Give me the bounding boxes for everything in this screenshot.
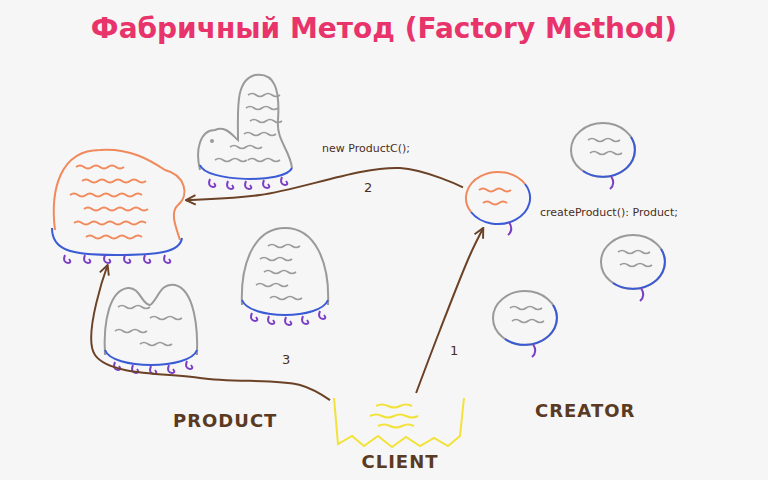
creator-base bbox=[505, 305, 557, 345]
blob-base bbox=[200, 165, 292, 179]
creator-hook bbox=[532, 344, 535, 357]
creator-outline bbox=[571, 123, 635, 177]
creator-blob bbox=[571, 123, 635, 189]
blob-line bbox=[250, 120, 282, 123]
blob-leg bbox=[268, 316, 274, 324]
role-label: CLIENT bbox=[361, 451, 438, 472]
blob-leg bbox=[209, 179, 215, 187]
blob-line bbox=[118, 306, 150, 309]
outline-stroke bbox=[70, 166, 148, 239]
flow-arrow bbox=[416, 228, 483, 393]
blob-line bbox=[115, 330, 147, 333]
blob-leg bbox=[168, 365, 174, 373]
blob-eye bbox=[210, 139, 214, 143]
creator-blob bbox=[493, 291, 557, 357]
creator-line bbox=[512, 320, 544, 323]
creator-hook bbox=[610, 176, 613, 189]
blob-line bbox=[270, 297, 302, 300]
outline-stroke bbox=[471, 184, 530, 224]
blob-line bbox=[268, 245, 300, 248]
blob-line bbox=[256, 284, 288, 287]
blob-leg bbox=[227, 181, 233, 189]
blob-leg bbox=[285, 317, 291, 325]
product-blob bbox=[105, 285, 197, 374]
client-box: CLIENT bbox=[330, 393, 470, 478]
step-number: 1 bbox=[448, 343, 460, 358]
creator-base bbox=[613, 249, 665, 289]
blob-outline bbox=[198, 75, 292, 170]
outline-stroke bbox=[52, 228, 182, 255]
creator-line bbox=[510, 307, 542, 310]
blob-line bbox=[230, 146, 262, 149]
blob-leg bbox=[302, 316, 308, 324]
scribble-outline bbox=[334, 398, 464, 447]
blob-leg bbox=[186, 361, 192, 369]
outline-stroke bbox=[54, 150, 185, 240]
blob-leg bbox=[319, 311, 325, 319]
outline-stroke bbox=[479, 189, 511, 205]
code-note: new ProductC(); bbox=[322, 142, 410, 155]
blob-line bbox=[248, 94, 280, 97]
creator-outline bbox=[601, 235, 665, 289]
scribble-line bbox=[370, 415, 418, 418]
blob-line bbox=[150, 317, 182, 320]
creator-line bbox=[620, 264, 652, 267]
flow-arrow bbox=[91, 265, 330, 400]
code-note: createProduct(): Product; bbox=[540, 206, 678, 219]
blob-line bbox=[246, 107, 278, 110]
creator-line bbox=[618, 251, 650, 254]
scribble-line bbox=[376, 405, 412, 408]
blob-line bbox=[140, 343, 172, 346]
creator-blob: CREATOR bbox=[463, 168, 533, 228]
creator-line bbox=[588, 139, 620, 142]
blob-outline bbox=[105, 285, 197, 355]
creator-outline bbox=[493, 291, 557, 345]
creator-base bbox=[583, 137, 635, 177]
outline-stroke bbox=[466, 172, 525, 212]
step-number: 3 bbox=[280, 352, 292, 367]
title: Фабричный Метод (Factory Method) bbox=[0, 12, 768, 45]
role-label: PRODUCT bbox=[173, 410, 277, 431]
flow-arrow bbox=[186, 168, 463, 200]
step-number: 2 bbox=[362, 180, 374, 195]
blob-leg bbox=[263, 180, 269, 188]
client-scribble bbox=[334, 398, 464, 447]
blob-line bbox=[244, 133, 276, 136]
blob-line bbox=[248, 159, 280, 162]
product-blob bbox=[242, 228, 328, 325]
product-blob: PRODUCT bbox=[46, 145, 186, 265]
blob-leg bbox=[281, 177, 287, 185]
node-outline bbox=[46, 145, 186, 265]
scribble-line bbox=[378, 425, 414, 428]
role-label: CREATOR bbox=[535, 400, 635, 421]
blob-line bbox=[215, 159, 247, 162]
blob-base bbox=[242, 300, 328, 315]
blob-line bbox=[264, 271, 296, 274]
blob-leg bbox=[251, 313, 257, 321]
creator-line bbox=[590, 152, 622, 155]
node-outline bbox=[463, 168, 533, 228]
creator-hook bbox=[640, 288, 643, 301]
blob-leg bbox=[245, 181, 251, 189]
outline-stroke bbox=[64, 255, 170, 263]
blob-base bbox=[105, 350, 197, 365]
product-blob bbox=[198, 75, 292, 189]
outline-stroke bbox=[508, 222, 511, 235]
blob-line bbox=[260, 258, 292, 261]
creator-blob bbox=[601, 235, 665, 301]
blob-outline bbox=[242, 228, 328, 305]
